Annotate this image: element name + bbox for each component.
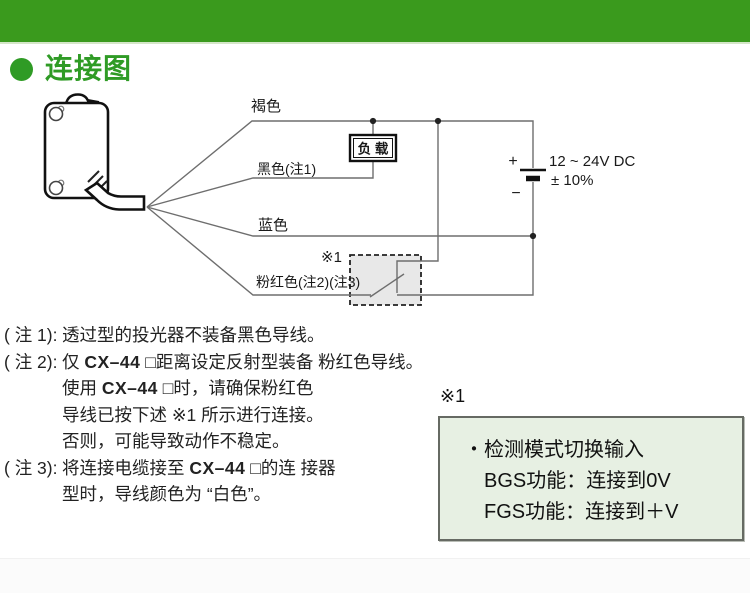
note-line-7: 型时，导线颜色为 “白色”。 <box>4 481 524 508</box>
switch-blade <box>369 273 405 298</box>
wiring-diagram: 负 载 + − 褐色 黑色(注1) 蓝色 粉红色(注2)(注3) ※1 12 ~… <box>43 93 635 306</box>
junction-dot <box>434 117 442 125</box>
junction-dots <box>369 117 537 240</box>
wire-label-blue: 蓝色 <box>258 217 288 234</box>
note-text: 否则，可能导致动作不稳定。 <box>62 431 290 451</box>
junction-dot <box>369 117 377 125</box>
switch-fixed-contact-lead <box>396 121 439 293</box>
mode-info-box: ・ 检测模式切换输入 BGS功能：连接到0V FGS功能：连接到＋V <box>438 416 744 541</box>
note-line-4: 导线已按下述 ※1 所示进行连接。 <box>4 402 524 429</box>
junction-dot <box>529 232 537 240</box>
wire-label-black: 黑色(注1) <box>257 161 316 177</box>
note-prefix <box>4 375 62 402</box>
supply-tolerance-label: ± 10% <box>551 172 593 189</box>
info-title-text: 检测模式切换输入 <box>484 439 644 461</box>
wire-brown <box>146 120 534 208</box>
info-line-title: ・ 检测模式切换输入 <box>464 435 742 466</box>
note-line-6: ( 注 3): 将连接电缆接至 CX–44 □的连 接器 <box>4 455 524 482</box>
note-prefix <box>4 402 62 429</box>
wire-black <box>146 161 374 208</box>
note-text: □时，请确保粉红色 <box>157 378 314 398</box>
wire-label-brown: 褐色 <box>251 98 281 115</box>
section-header: 连接图 <box>10 54 132 84</box>
sensor-hole-top <box>48 106 64 122</box>
note-prefix <box>4 428 62 455</box>
supply-voltage-label: 12 ~ 24V DC <box>549 153 635 170</box>
mode-switch-dashed-box <box>349 254 422 306</box>
wires <box>146 120 534 298</box>
page-title: 连接图 <box>45 53 133 84</box>
load-box: 负 载 <box>348 133 398 163</box>
ref1-marker-infobox: ※1 <box>440 386 466 406</box>
wire-pink <box>146 206 371 296</box>
note-text: 型时，导线颜色为 “白色”。 <box>62 484 272 504</box>
notes-block: ( 注 1): 透过型的投光器不装备黑色导线。 ( 注 2): 仅 CX–44 … <box>4 322 524 508</box>
note-text: 将连接电缆接至 <box>62 457 190 478</box>
info-line-bgs: BGS功能：连接到0V <box>484 470 671 492</box>
note-text: 导线已按下述 ※1 所示进行连接。 <box>62 404 324 425</box>
ref1-marker-diagram: ※1 <box>321 249 342 266</box>
note-text: 使用 <box>62 378 102 398</box>
battery-minus-label: − <box>511 185 520 202</box>
model-number: CX–44 <box>189 457 246 478</box>
model-number: CX–44 <box>84 351 141 372</box>
note-text: □的连 接器 <box>245 457 336 478</box>
battery-symbol: + − <box>508 153 546 202</box>
note-line-2: ( 注 2): 仅 CX–44 □距离设定反射型装备 粉红色导线。 <box>4 349 524 376</box>
note-prefix: ( 注 1): <box>4 325 58 345</box>
bullet-icon: ・ <box>464 439 484 461</box>
note-prefix: ( 注 2): <box>4 351 58 372</box>
note-line-3: 使用 CX–44 □时，请确保粉红色 <box>4 375 524 402</box>
wire-label-pink: 粉红色(注2)(注3) <box>256 274 360 290</box>
note-text: □距离设定反射型装备 粉红色导线。 <box>140 351 424 372</box>
battery-plus-label: + <box>508 153 517 170</box>
bottom-strip <box>0 558 750 593</box>
wire-blue <box>146 206 533 237</box>
sensor-outline <box>43 101 110 200</box>
note-line-5: 否则，可能导致动作不稳定。 <box>4 428 524 455</box>
note-text: 透过型的投光器不装备黑色导线。 <box>62 325 325 345</box>
note-prefix: ( 注 3): <box>4 457 58 478</box>
note-text: 仅 <box>62 351 85 372</box>
info-line-fgs: FGS功能：连接到＋V <box>484 501 679 523</box>
sensor-hole-bottom <box>48 180 64 196</box>
section-bullet-icon <box>10 57 33 81</box>
top-banner <box>0 0 750 44</box>
model-number: CX–44 <box>101 378 158 398</box>
sensor-body <box>43 93 146 211</box>
load-label: 负 载 <box>358 141 389 157</box>
sensor-cable <box>83 181 146 211</box>
note-line-1: ( 注 1): 透过型的投光器不装备黑色导线。 <box>4 322 524 349</box>
wire-pink-to-0v <box>397 182 534 296</box>
note-prefix <box>4 481 62 508</box>
